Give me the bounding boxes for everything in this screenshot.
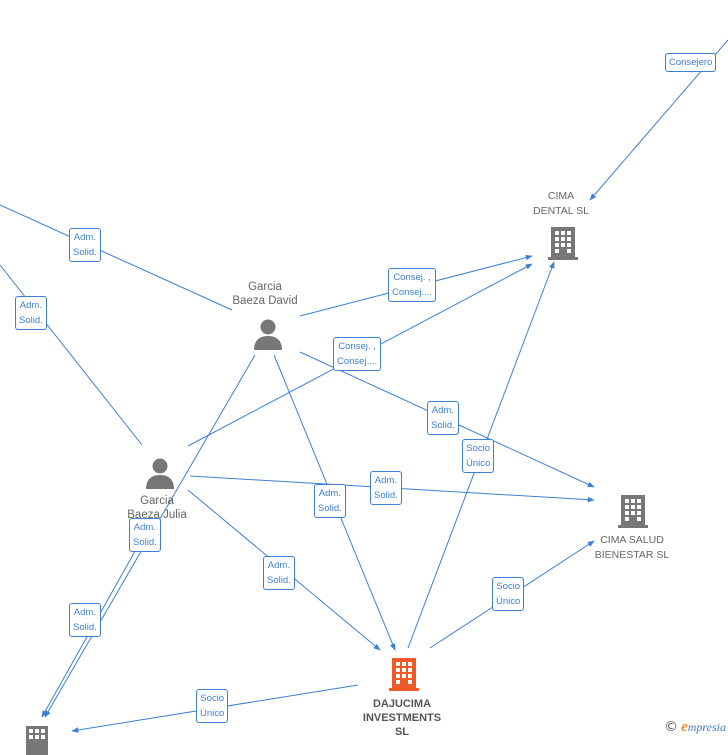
edge-label-line: Adm. xyxy=(73,607,96,618)
brand-logo-text: mpresia xyxy=(687,720,726,734)
edge-label-line: Adm. xyxy=(133,522,156,533)
edge-label-line: Solid. xyxy=(318,503,342,514)
node-name-line: BIENESTAR SL xyxy=(594,549,670,561)
edge-label-line: Consej.... xyxy=(337,356,378,367)
edge-label-consejero[interactable]: Consejero xyxy=(665,53,717,72)
edge-label-line: Solid. xyxy=(374,490,398,501)
node-name-line: Baeza David xyxy=(232,295,298,307)
edge-left-to-david xyxy=(0,204,233,311)
node-name-line: Garcia xyxy=(248,281,282,293)
edge-label-line: Adm. xyxy=(73,232,96,243)
person-icon[interactable] xyxy=(145,457,175,489)
edge-label-adm-solid[interactable]: Adm. Solid. xyxy=(129,518,161,552)
edge-label-line: Solid. xyxy=(73,247,97,258)
node-label-dajucima[interactable]: DAJUCIMA INVESTMENTS SL xyxy=(363,697,441,739)
edge-label-line: Único xyxy=(200,708,225,719)
building-icon[interactable] xyxy=(389,657,419,691)
edge-label-adm-solid[interactable]: Adm. Solid. xyxy=(69,228,101,262)
person-icon[interactable] xyxy=(253,318,283,350)
edge-label-adm-solid[interactable]: Adm. Solid. xyxy=(263,556,295,590)
edge-label-line: Solid. xyxy=(19,315,43,326)
edge-label-line: Socio xyxy=(496,581,521,592)
edge-label-line: Adm. xyxy=(431,405,454,416)
edge-left-to-julia xyxy=(0,264,143,446)
edge-label-line: Adm. xyxy=(318,488,341,499)
node-name-line: CIMA SALUD xyxy=(600,534,664,546)
edge-label-adm-solid[interactable]: Adm. Solid. xyxy=(69,603,101,637)
edge-label-consej[interactable]: Consej. , Consej.... xyxy=(333,337,382,371)
edge-label-socio-unico[interactable]: Socio Único xyxy=(462,439,495,473)
copyright-symbol: © xyxy=(664,719,679,735)
edge-label-line: Único xyxy=(496,596,521,607)
node-name-line: INVESTMENTS xyxy=(362,712,442,724)
node-label-cima-dental[interactable]: CIMA DENTAL SL xyxy=(533,189,589,219)
edge-label-consej[interactable]: Consej. , Consej.... xyxy=(388,268,437,302)
node-name-line: DAJUCIMA xyxy=(372,698,432,710)
empresia-watermark: © empresia xyxy=(664,719,726,736)
edge-label-line: Adm. xyxy=(19,300,42,311)
node-label-cima-salud[interactable]: CIMA SALUD BIENESTAR SL xyxy=(595,533,670,563)
edge-label-line: Socio xyxy=(200,693,225,704)
edge-label-line: Solid. xyxy=(431,420,455,431)
edge-label-line: Consej. , xyxy=(338,341,376,352)
node-label-garcia-david[interactable]: Garcia Baeza David xyxy=(232,280,297,308)
edge-label-line: Solid. xyxy=(73,622,97,633)
node-name-line: Garcia xyxy=(140,495,174,507)
node-name-line: SL xyxy=(394,726,410,738)
edge-label-line: Solid. xyxy=(133,537,157,548)
edge-label-socio-unico[interactable]: Socio Único xyxy=(196,689,229,723)
building-icon[interactable] xyxy=(548,226,578,260)
edge-label-adm-solid[interactable]: Adm. Solid. xyxy=(314,484,346,518)
edge-label-line: Consej.... xyxy=(392,287,433,298)
edge-label-socio-unico[interactable]: Socio Único xyxy=(492,577,525,611)
edge-label-line: Socio xyxy=(466,443,491,454)
node-name-line: CIMA xyxy=(547,190,575,202)
edge-label-line: Solid. xyxy=(267,575,291,586)
edge-label-adm-solid[interactable]: Adm. Solid. xyxy=(370,471,402,505)
edge-label-line: Único xyxy=(466,458,491,469)
edge-label-line: Adm. xyxy=(374,475,397,486)
building-icon[interactable] xyxy=(618,494,648,528)
edge-label-adm-solid[interactable]: Adm. Solid. xyxy=(427,401,459,435)
node-name-line: DENTAL SL xyxy=(532,205,590,217)
edge-label-adm-solid[interactable]: Adm. Solid. xyxy=(15,296,47,330)
building-icon[interactable] xyxy=(24,725,50,755)
edge-label-line: Consejero xyxy=(669,57,713,68)
edge-label-line: Consej. , xyxy=(393,272,431,283)
brand-logo-initial: e xyxy=(681,719,688,735)
edge-label-line: Adm. xyxy=(267,560,290,571)
